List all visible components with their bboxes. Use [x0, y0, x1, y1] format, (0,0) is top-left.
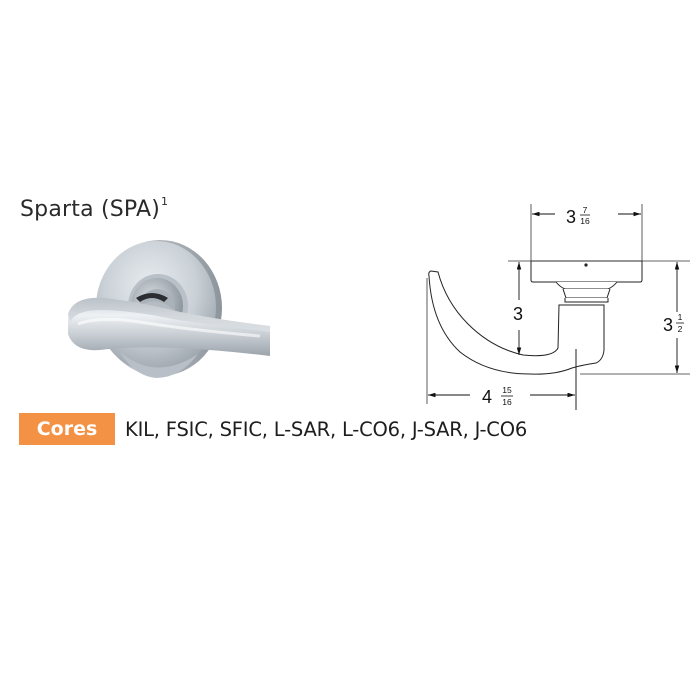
product-title: Sparta (SPA)1: [20, 195, 168, 222]
dim-lever-drop: 3: [513, 304, 523, 324]
svg-text:16: 16: [502, 397, 512, 407]
lever-photo: [68, 240, 270, 378]
svg-text:16: 16: [580, 216, 590, 226]
product-name: Sparta (SPA): [20, 197, 160, 222]
svg-text:3: 3: [566, 207, 576, 227]
dim-projection: 4 15 16: [482, 385, 513, 407]
dim-overall-height: 3 1 2: [663, 312, 684, 335]
cores-list: KIL, FSIC, SFIC, L-SAR, L-CO6, J-SAR, J-…: [125, 417, 528, 441]
svg-text:2: 2: [678, 324, 683, 334]
svg-text:3: 3: [663, 315, 673, 335]
cores-row: Cores KIL, FSIC, SFIC, L-SAR, L-CO6, J-S…: [19, 413, 527, 445]
cores-badge: Cores: [19, 413, 115, 445]
svg-text:4: 4: [482, 387, 492, 407]
dim-rose-diameter: 3 7 16: [566, 205, 590, 227]
footnote-marker: 1: [161, 195, 169, 208]
svg-text:3: 3: [513, 304, 523, 324]
svg-text:1: 1: [678, 312, 683, 322]
svg-text:15: 15: [502, 385, 512, 395]
svg-text:7: 7: [583, 205, 588, 215]
dimension-drawing: 3 7 16 3 3 1 2 4 15 16: [426, 204, 690, 410]
